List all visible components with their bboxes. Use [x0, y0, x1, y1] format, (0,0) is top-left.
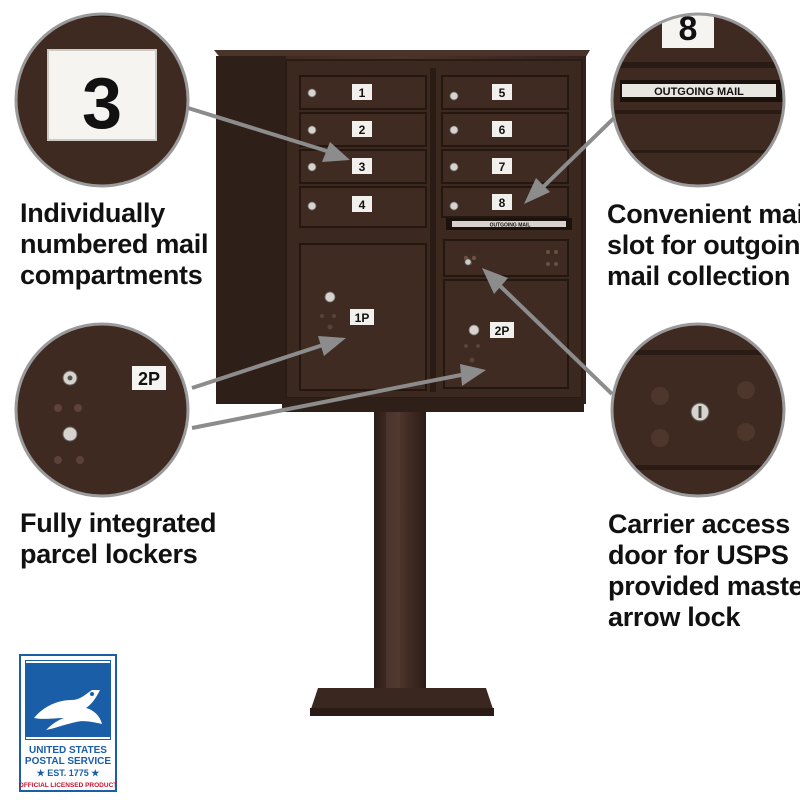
caption-line: compartments — [20, 260, 203, 290]
carrier-lock — [464, 258, 472, 266]
svg-text:UNITED STATES: UNITED STATES — [29, 745, 107, 756]
zoom-compartment-number: 3 — [14, 12, 190, 188]
compartment-label-3: 3 — [359, 160, 366, 174]
svg-text:3: 3 — [82, 64, 122, 144]
svg-text:OUTGOING MAIL: OUTGOING MAIL — [654, 86, 744, 98]
svg-text:OUTGOING MAIL: OUTGOING MAIL — [490, 223, 531, 229]
zoom-parcel-locker: 2P — [14, 322, 190, 498]
left-compartment-doors — [299, 75, 427, 228]
compartment-locks — [307, 88, 480, 336]
compartment-label-4: 4 — [359, 198, 366, 212]
caption-line: door for USPS — [608, 540, 789, 570]
caption-line: numbered mail — [20, 229, 209, 259]
svg-text:2P: 2P — [138, 369, 160, 389]
svg-text:8: 8 — [679, 10, 698, 48]
caption-compartments: Individually numbered mail compartments — [20, 198, 208, 291]
compartment-label-6: 6 — [499, 123, 506, 137]
caption-line: slot for outgoing — [607, 230, 800, 260]
parcel-label-2p: 2P — [495, 324, 510, 338]
compartment-number-labels: 1 2 3 4 5 6 7 8 1P 2P — [350, 84, 514, 338]
caption-line: parcel lockers — [20, 539, 198, 569]
compartment-label-5: 5 — [499, 86, 506, 100]
caption-outgoing: Convenient mail slot for outgoing mail c… — [607, 199, 800, 292]
caption-line: provided master — [608, 571, 800, 601]
usps-licensed-logo: UNITED STATES POSTAL SERVICE ★ EST. 1775… — [19, 654, 117, 792]
svg-text:OFFICIAL LICENSED PRODUCT: OFFICIAL LICENSED PRODUCT — [19, 782, 117, 789]
compartment-label-7: 7 — [499, 160, 506, 174]
carrier-access-door — [443, 239, 569, 277]
zoom-outgoing-mail-slot: 8 OUTGOING MAIL — [610, 10, 786, 188]
caption-parcel: Fully integrated parcel lockers — [20, 508, 217, 570]
callout-arrows — [187, 106, 616, 430]
compartment-label-1: 1 — [359, 86, 366, 100]
compartment-label-2: 2 — [359, 123, 366, 137]
pedestal-base — [310, 688, 494, 712]
pedestal — [310, 410, 494, 716]
right-compartment-doors: OUTGOING MAIL — [441, 75, 572, 230]
compartment-door-5 — [441, 75, 569, 110]
caption-line: Individually — [20, 198, 165, 228]
svg-text:★ EST. 1775 ★: ★ EST. 1775 ★ — [37, 768, 101, 778]
eagle-icon — [34, 690, 102, 730]
caption-carrier: Carrier access door for USPS provided ma… — [608, 509, 800, 633]
caption-line: Convenient mail — [607, 199, 800, 229]
zoom-carrier-lock — [610, 322, 786, 498]
parcel-label-1p: 1P — [355, 311, 370, 325]
compartment-door-6 — [441, 112, 569, 147]
caption-line: arrow lock — [608, 602, 741, 632]
svg-text:POSTAL SERVICE: POSTAL SERVICE — [25, 756, 111, 767]
caption-line: Fully integrated — [20, 508, 217, 538]
compartment-label-8: 8 — [499, 196, 506, 210]
caption-line: mail collection — [607, 261, 791, 291]
mailbox-cabinet: OUTGOING MAIL — [214, 50, 590, 412]
caption-line: Carrier access — [608, 509, 790, 539]
